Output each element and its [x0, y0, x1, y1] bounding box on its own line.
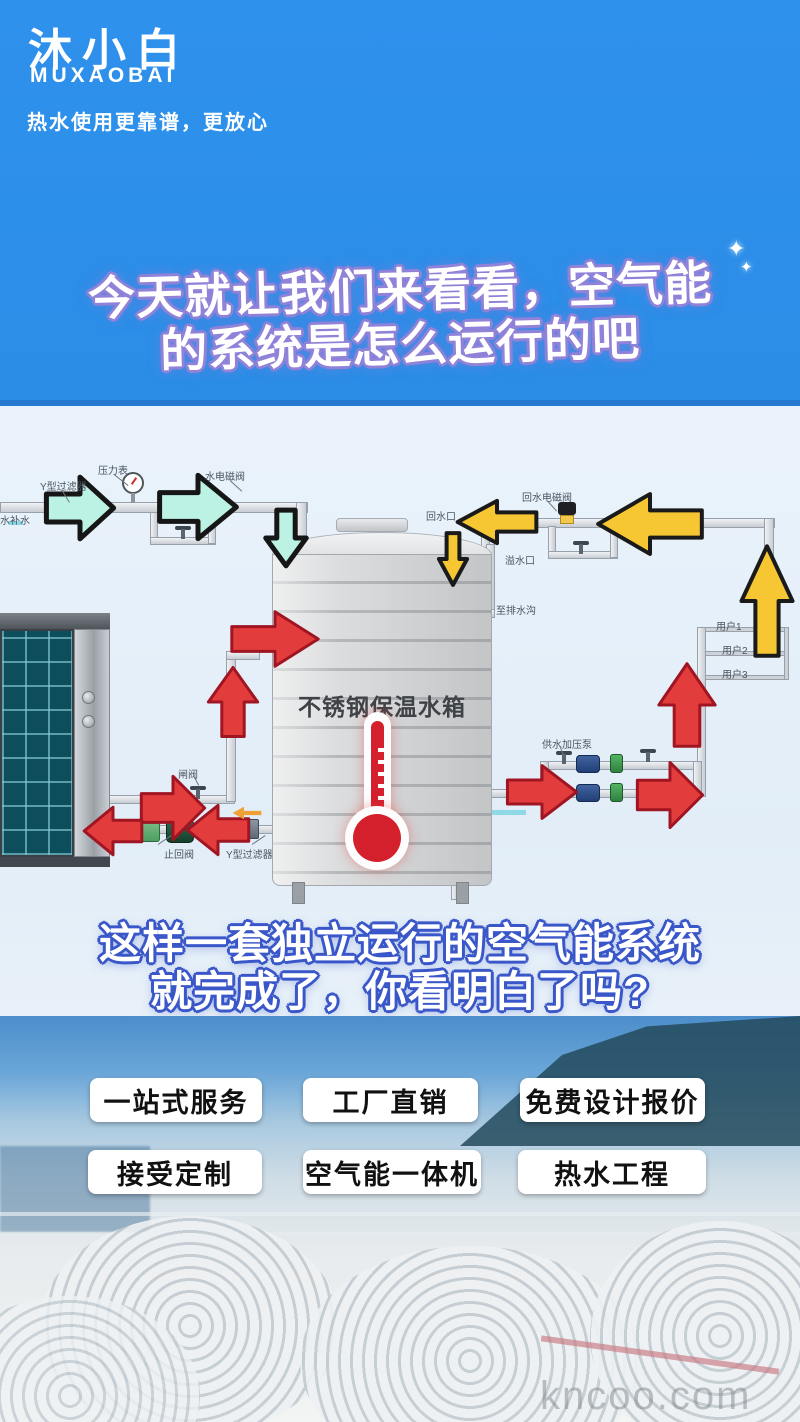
flow-arrow-right-icon [158, 471, 238, 543]
heat-pump-knob [82, 715, 95, 728]
pressure-gauge-stem [131, 493, 135, 503]
label-return-port: 回水口 [426, 512, 456, 523]
label-y-filter-bottom: Y型过滤器 [226, 850, 273, 861]
flow-arrow-left-icon [83, 804, 143, 858]
sparkle-icon: ✦ [727, 236, 746, 261]
label-to-drain: 至排水沟 [496, 606, 536, 617]
label-pressure-gauge: 压力表 [98, 466, 128, 477]
return-solenoid-valve-icon [558, 502, 576, 515]
flow-arrow-up-icon [738, 544, 796, 658]
pump-inlet-valve-icon [556, 751, 572, 764]
badge-free-design-quote[interactable]: 免费设计报价 [520, 1078, 705, 1122]
badge-hot-water-project[interactable]: 热水工程 [518, 1150, 706, 1194]
label-return-solenoid: 回水电磁阀 [522, 493, 572, 504]
tank-cap [336, 518, 408, 532]
label-booster-pump: 供水加压泵 [542, 740, 592, 751]
badge-all-in-one-unit[interactable]: 空气能一体机 [303, 1150, 481, 1194]
flow-arrow-down-icon [437, 532, 469, 586]
flow-arrow-down-icon [263, 509, 309, 567]
heat-pump-knob [82, 691, 95, 704]
water-level-dash [488, 810, 526, 815]
bypass-valve-icon [573, 541, 589, 554]
label-gate-valve: 闸阀 [178, 770, 198, 781]
brand-logo-cn: 沐小白 [28, 26, 190, 75]
label-user3: 用户3 [722, 670, 748, 681]
label-user2: 用户2 [722, 646, 748, 657]
badge-one-stop-service[interactable]: 一站式服务 [90, 1078, 262, 1122]
tank-leg [456, 882, 469, 904]
label-y-filter-top: Y型过滤器 [40, 482, 87, 493]
thermometer-icon [338, 712, 416, 870]
footer-photo: 一站式服务 工厂直销 免费设计报价 接受定制 空气能一体机 热水工程 kncoo… [0, 1016, 800, 1422]
heat-pump-base [0, 857, 110, 867]
booster-pump-icon [576, 755, 600, 773]
label-makeup-solenoid: 水电磁阀 [205, 472, 245, 483]
pipe-user-riser [784, 627, 789, 680]
booster-pump-icon [576, 784, 600, 802]
bypass-valve-icon [175, 526, 191, 539]
flow-arrow-up-icon [655, 662, 719, 748]
heat-pump-top [0, 613, 110, 629]
caption-line-2: 就完成了，你看明白了吗? [150, 968, 650, 1015]
flow-arrow-left-icon [596, 490, 704, 558]
pump-outlet-valve-icon [640, 749, 656, 762]
badge-factory-direct[interactable]: 工厂直销 [303, 1078, 478, 1122]
flow-arrow-right-icon [636, 758, 704, 832]
gate-valve-icon [190, 786, 206, 799]
flow-arrow-right-icon [506, 762, 578, 822]
label-overflow-port: 溢水口 [505, 556, 535, 567]
watermark: kncoo.com [540, 1374, 752, 1418]
flow-arrow-right-icon [45, 473, 115, 543]
flow-arrow-left-icon [456, 498, 538, 546]
brand-tagline: 热水使用更靠谱，更放心 [27, 112, 269, 134]
heat-pump-coil [0, 629, 74, 857]
header-divider [0, 400, 800, 406]
photo-railing [0, 1232, 800, 1236]
label-user1: 用户1 [716, 622, 742, 633]
label-makeup-water: 水补水 [0, 516, 30, 527]
flow-arrow-up-icon [205, 666, 261, 738]
flow-arrow-right-icon [140, 772, 206, 844]
header-banner: 沐小白 MUXAOBAI 热水使用更靠谱，更放心 今天就让我们来看看，空气能 的… [0, 0, 800, 400]
green-valve-icon [610, 754, 623, 773]
badge-custom-accepted[interactable]: 接受定制 [88, 1150, 262, 1194]
system-diagram: 不锈钢保温水箱 Y型过滤器 压力表 水电磁阀 水补水 回水口 回水电磁阀 溢水口… [0, 406, 800, 1016]
flow-arrow-left-small-icon [232, 806, 262, 820]
flow-arrow-right-icon [230, 608, 320, 670]
brand-logo-en: MUXAOBAI [30, 64, 177, 87]
green-valve-icon [610, 783, 623, 802]
solenoid-base-icon [560, 515, 574, 524]
photo-coil [300, 1246, 640, 1422]
tank-leg [292, 882, 305, 904]
flow-arrow-left-icon [186, 802, 250, 858]
sparkle-icon: ✦ [740, 259, 753, 276]
photo-railing [0, 1212, 800, 1216]
caption-line-1: 这样一套独立运行的空气能系统 [98, 920, 701, 967]
label-check-valve: 止回阀 [164, 850, 194, 861]
makeup-water-dash [8, 521, 23, 525]
